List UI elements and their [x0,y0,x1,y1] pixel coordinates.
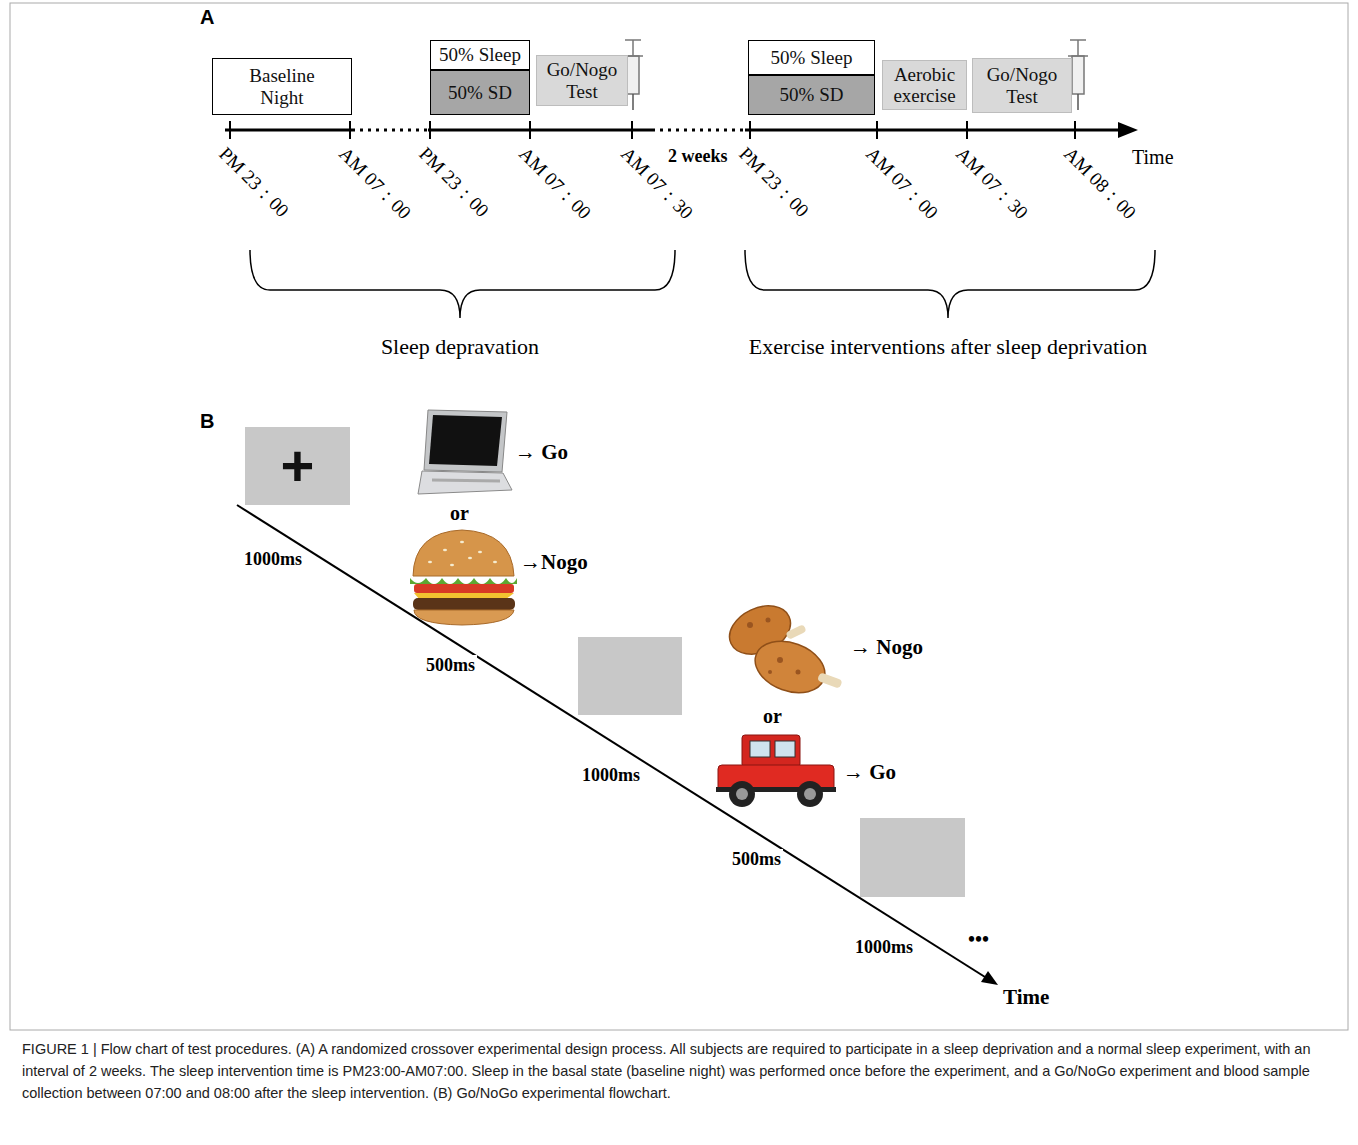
tick-label: PM 23：00 [415,143,494,222]
axis-ticks [230,121,1075,139]
group-bracket [745,250,1155,318]
response-label: → Go [843,760,896,784]
box-text: Baseline Night [241,65,323,108]
jeep-image [716,735,836,807]
tick-label: AM 08：00 [1060,143,1141,224]
box-text: Go/Nogo Test [979,64,1065,107]
box-text: 50% SD [780,84,844,105]
tick-label: AM 07：00 [862,143,943,224]
panel-label: B [200,410,214,433]
box-text: 50% SD [448,82,512,103]
axis-label: Time [1003,985,1049,1009]
figure-frame [10,3,1348,1030]
blank-screen [860,818,965,897]
chicken-image [722,597,843,702]
panel-label: A [200,6,214,29]
figure-caption: FIGURE 1 | Flow chart of test procedures… [22,1038,1338,1104]
stage-box: 50% SD [430,70,530,115]
burger-image [410,530,517,625]
duration-label: 1000ms [242,549,304,570]
tick-label: AM 07：30 [952,143,1033,224]
box-text: Aerobic exercise [888,64,961,107]
stage-box: Go/Nogo Test [972,58,1072,113]
box-text: 50% Sleep [771,47,853,68]
stage-box: Go/Nogo Test [536,55,628,106]
box-text: 50% Sleep [439,44,521,65]
time-line [237,505,985,977]
tick-label: PM 23：00 [215,143,294,222]
axis-arrowhead [1118,122,1138,138]
bracket-label: Exercise interventions after sleep depri… [749,334,1147,359]
interval-label: 2 weeks [668,146,728,167]
duration-label: 1000ms [580,765,642,786]
blank-screen [578,637,682,715]
stage-box: 50% SD [748,75,875,115]
response-label: → Nogo [850,635,923,659]
time-arrowhead [981,971,998,985]
box-text: Go/Nogo Test [543,59,621,102]
group-bracket [250,250,675,318]
duration-label: 500ms [424,655,477,676]
stage-box: Baseline Night [212,58,352,115]
tick-label: PM 23：00 [735,143,814,222]
ellipsis-label: ••• [968,928,989,951]
stage-box: 50% Sleep [430,40,530,70]
duration-label: 500ms [730,849,783,870]
tick-label: AM 07：00 [335,143,416,224]
laptop-image [418,410,512,494]
stage-box: Aerobic exercise [882,60,967,110]
response-label: →Nogo [520,550,588,574]
bracket-label: Sleep depravation [381,334,539,359]
axis-label: Time [1132,146,1174,169]
or-label: or [763,705,782,728]
response-label: → Go [515,440,568,464]
duration-label: 1000ms [853,937,915,958]
stage-box: 50% Sleep [748,40,875,75]
box-text: + [281,434,315,499]
fixation-screen: + [245,427,350,505]
or-label: or [450,502,469,525]
tick-label: AM 07：00 [515,143,596,224]
time-axis [225,129,1122,132]
